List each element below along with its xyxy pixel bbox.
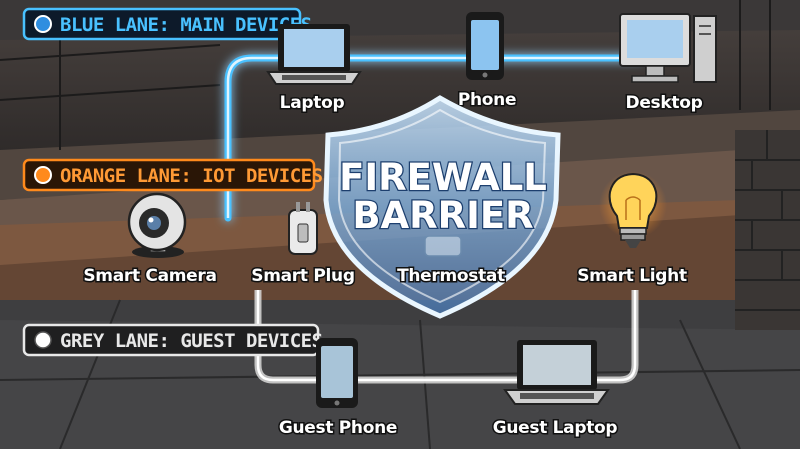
desktop-icon	[619, 13, 717, 83]
firewall-barrier: FIREWALL BARRIER	[323, 95, 561, 319]
laptop-device: Laptop	[266, 24, 362, 115]
orange-lane-badge: ORANGE LANE: IOT DEVICES	[22, 158, 323, 192]
desktop-device: Desktop	[619, 13, 717, 115]
guest-laptop-label: Guest Laptop	[493, 418, 618, 438]
smart-light-label: Smart Light	[577, 266, 687, 286]
blue-lane-badge: BLUE LANE: MAIN DEVICES	[22, 7, 312, 41]
thermostat-device: Thermostat	[396, 235, 507, 288]
firewall-title-line1: FIREWALL	[339, 156, 547, 199]
grey-lane-label: GREY LANE: GUEST DEVICES	[60, 330, 323, 352]
phone-device: Phone	[456, 12, 518, 112]
thermostat-label: Thermostat	[397, 266, 505, 286]
firewall-title-line2: BARRIER	[352, 194, 533, 237]
laptop-label: Laptop	[280, 93, 345, 113]
shield-icon	[323, 95, 561, 319]
desktop-label: Desktop	[626, 93, 703, 113]
laptop-icon	[266, 24, 362, 85]
guest-laptop-icon	[503, 340, 610, 405]
grey-lane-badge: GREY LANE: GUEST DEVICES	[22, 323, 323, 357]
blue-lane-pipe	[224, 54, 644, 222]
smart-camera-device: Smart Camera	[82, 192, 218, 288]
thermostat-icon	[424, 235, 462, 257]
blue-lane-label: BLUE LANE: MAIN DEVICES	[60, 14, 312, 36]
light-bulb-icon	[599, 171, 667, 248]
grey-lane-pipe	[254, 290, 639, 384]
smart-light-device: Smart Light	[576, 171, 689, 288]
smart-camera-label: Smart Camera	[83, 266, 216, 286]
smart-plug-label: Smart Plug	[251, 266, 354, 286]
guest-phone-device: Guest Phone	[277, 338, 399, 440]
smart-plug-device: Smart Plug	[250, 202, 357, 288]
guest-laptop-device: Guest Laptop	[491, 340, 619, 440]
phone-label: Phone	[458, 90, 516, 110]
phone-icon	[466, 12, 504, 80]
guest-phone-label: Guest Phone	[279, 418, 397, 438]
camera-icon	[127, 192, 187, 258]
orange-lane-label: ORANGE LANE: IOT DEVICES	[60, 165, 323, 187]
guest-phone-icon	[316, 338, 358, 408]
smart-plug-icon	[288, 202, 318, 255]
